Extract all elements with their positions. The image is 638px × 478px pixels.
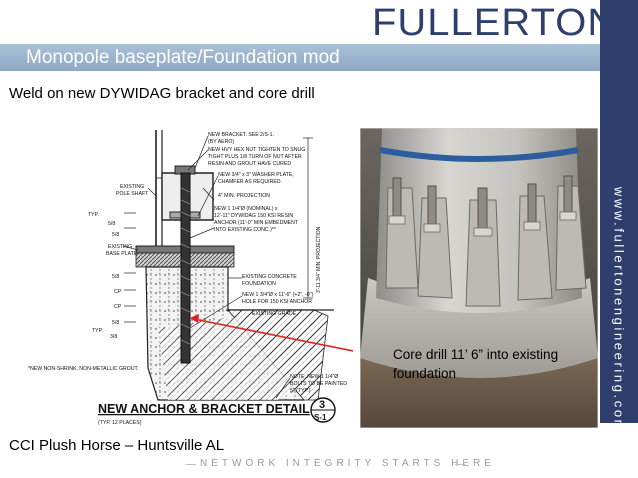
- tagline-rule-right: [455, 464, 465, 465]
- svg-text:FOUNDATION: FOUNDATION: [242, 281, 276, 287]
- core-drill-annotation: Core drill 11’ 6” into existing foundati…: [393, 345, 593, 383]
- website-url: www.fullertonengineering.com: [611, 186, 627, 434]
- tagline-rule-left: [186, 464, 196, 465]
- svg-text:3'-11 3/4" MIN. PROJECTION: 3'-11 3/4" MIN. PROJECTION: [316, 226, 322, 293]
- svg-text:4" MIN. PROJECTION: 4" MIN. PROJECTION: [218, 193, 270, 199]
- fullerton-logo: FULLERTON: [372, 2, 618, 44]
- svg-text:RESIN AND GROUT HAVE CURED: RESIN AND GROUT HAVE CURED: [208, 161, 291, 167]
- slide-footer: CCI Plush Horse – Huntsville AL: [9, 437, 225, 454]
- svg-text:*NEW NON-SHRINK, NON-METALLIC: *NEW NON-SHRINK, NON-METALLIC GROUT.: [28, 366, 139, 372]
- svg-text:NEW HVY HEX NUT TIGHTEN TO SNU: NEW HVY HEX NUT TIGHTEN TO SNUG: [208, 147, 305, 153]
- svg-text:S-1: S-1: [314, 413, 327, 422]
- svg-text:(BY AERO): (BY AERO): [208, 139, 234, 145]
- svg-text:EXISTING GRADE: EXISTING GRADE: [252, 311, 297, 317]
- svg-text:POLE SHAFT: POLE SHAFT: [116, 191, 149, 197]
- svg-text:NEW 1 3/4"Ø x 11'-6" (+2", -0": NEW 1 3/4"Ø x 11'-6" (+2", -0"): [242, 292, 314, 298]
- svg-text:5" (TYP.): 5" (TYP.): [290, 388, 311, 394]
- svg-text:5/8: 5/8: [112, 274, 119, 280]
- svg-text:3/8: 3/8: [110, 334, 117, 340]
- svg-text:NOTE: NEW 1 1/4"Ø: NOTE: NEW 1 1/4"Ø: [290, 374, 338, 380]
- svg-text:5/8: 5/8: [112, 232, 119, 238]
- callout-new-bracket: NEW BRACKET. SEE 2/S-1.: [208, 132, 274, 138]
- annotation-line-2: foundation: [393, 366, 457, 381]
- annotation-line-1: Core drill 11’ 6” into existing: [393, 347, 559, 362]
- svg-text:HOLE FOR 150 KSI ANCHOR: HOLE FOR 150 KSI ANCHOR: [242, 299, 312, 305]
- svg-text:NEW 1 1/4"Ø (NOMINAL) x: NEW 1 1/4"Ø (NOMINAL) x: [214, 206, 278, 212]
- tagline: NETWORK INTEGRITY STARTS HERE: [200, 458, 495, 469]
- svg-text:TYP.: TYP.: [88, 212, 99, 218]
- svg-text:TYP.: TYP.: [92, 328, 103, 334]
- svg-text:3: 3: [319, 399, 325, 411]
- svg-text:12'-11" DYWIDAG 150 KSI RESIN: 12'-11" DYWIDAG 150 KSI RESIN: [214, 213, 293, 219]
- svg-text:ANCHOR (11'-0" MIN EMBEDMENT: ANCHOR (11'-0" MIN EMBEDMENT: [214, 220, 299, 226]
- slide-subtitle: Weld on new DYWIDAG bracket and core dri…: [9, 85, 315, 102]
- core-drill-arrow: [193, 318, 353, 352]
- svg-text:CP: CP: [114, 304, 122, 310]
- svg-text:INTO EXISTING CONC.)**: INTO EXISTING CONC.)**: [214, 227, 276, 233]
- svg-text:CP: CP: [114, 289, 122, 295]
- svg-text:5/8: 5/8: [112, 320, 119, 326]
- dywidag-anchor-rod: [180, 172, 191, 364]
- slide-title: Monopole baseplate/Foundation mod: [26, 47, 340, 68]
- svg-text:5/8: 5/8: [108, 221, 115, 227]
- svg-text:NEW 3/4" x 3" WASHER PLATE,: NEW 3/4" x 3" WASHER PLATE,: [218, 172, 294, 178]
- drawing-subtitle: (TYP. 12 PLACES): [98, 420, 142, 426]
- anchor-bracket-detail-drawing: NEW BRACKET. SEE 2/S-1. (BY AERO) NEW HV…: [28, 130, 353, 426]
- svg-text:EXISTING CONCRETE: EXISTING CONCRETE: [242, 274, 297, 280]
- drawing-title: NEW ANCHOR & BRACKET DETAIL: [98, 402, 310, 416]
- bracket-installation-photo: [360, 128, 598, 428]
- svg-text:EXISTING: EXISTING: [120, 184, 144, 190]
- brand-side-bar: [600, 0, 638, 423]
- svg-text:BASE PLATE: BASE PLATE: [106, 251, 138, 257]
- svg-text:CHAMFER AS REQUIRED.: CHAMFER AS REQUIRED.: [218, 179, 282, 185]
- title-bar: Monopole baseplate/Foundation mod: [0, 44, 600, 71]
- svg-text:TIGHT PLUS 1/8 TURN OF NUT AFT: TIGHT PLUS 1/8 TURN OF NUT AFTER: [208, 154, 302, 160]
- svg-text:EXISTING: EXISTING: [108, 244, 132, 250]
- svg-text:BOLTS TO BE PAINTED: BOLTS TO BE PAINTED: [290, 381, 347, 387]
